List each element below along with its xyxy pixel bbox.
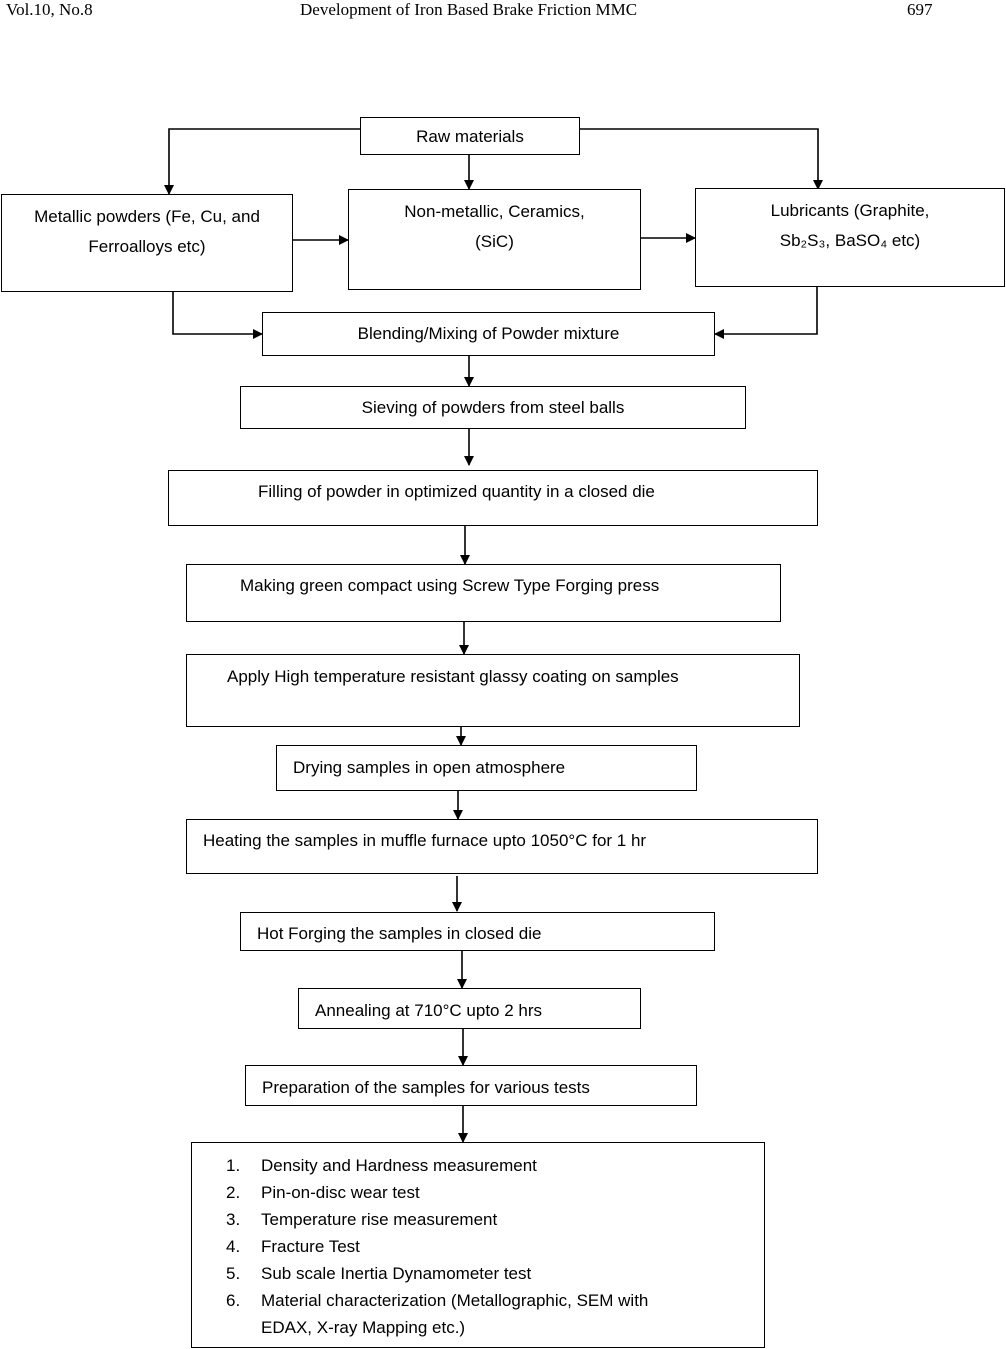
list-item-number: 6.: [226, 1291, 241, 1310]
list-item-text: Density and Hardness measurement: [261, 1156, 537, 1175]
list-item: 6. Material characterization (Metallograp…: [226, 1287, 764, 1314]
nonmetallic-label-1: Non-metallic, Ceramics,: [404, 202, 585, 221]
box-tests-list: 1. Density and Hardness measurement 2. Pin…: [191, 1142, 765, 1348]
list-item-text: Sub scale Inertia Dynamometer test: [261, 1264, 532, 1283]
list-item: 2. Pin-on-disc wear test: [226, 1179, 764, 1206]
metallic-powders-label-1: Metallic powders (Fe, Cu, and: [34, 207, 260, 226]
box-sieving: Sieving of powders from steel balls: [240, 386, 746, 429]
header-volume: Vol.10, No.8: [6, 0, 93, 19]
header-title: Development of Iron Based Brake Friction…: [300, 0, 638, 19]
box-nonmetallic-ceramics: Non-metallic, Ceramics, (SiC): [348, 189, 641, 290]
box-heating: Heating the samples in muffle furnace up…: [186, 819, 818, 874]
box-glassy-coating: Apply High temperature resistant glassy …: [186, 654, 800, 727]
tests-list: 1. Density and Hardness measurement 2. Pin…: [226, 1152, 764, 1341]
list-item-text: Pin-on-disc wear test: [261, 1183, 420, 1202]
list-item: EDAX, X-ray Mapping etc.): [226, 1314, 764, 1341]
lubricants-label-1: Lubricants (Graphite,: [770, 201, 930, 220]
drying-label: Drying samples in open atmosphere: [293, 758, 566, 777]
list-item-number: 5.: [226, 1264, 241, 1283]
annealing-label: Annealing at 710°C upto 2 hrs: [315, 1001, 543, 1020]
list-item: 4. Fracture Test: [226, 1233, 764, 1260]
sieving-label: Sieving of powders from steel balls: [361, 398, 625, 417]
heating-label: Heating the samples in muffle furnace up…: [203, 831, 647, 850]
list-item-text: Temperature rise measurement: [261, 1210, 498, 1229]
list-item-number: 4.: [226, 1237, 241, 1256]
list-item-number: 1.: [226, 1156, 241, 1175]
box-metallic-powders: Metallic powders (Fe, Cu, and Ferroalloy…: [1, 194, 293, 292]
box-green-compact: Making green compact using Screw Type Fo…: [186, 564, 781, 622]
metallic-powders-label-2: Ferroalloys etc): [88, 237, 206, 256]
glassy-coating-label: Apply High temperature resistant glassy …: [227, 667, 679, 686]
list-item-number: 2.: [226, 1183, 241, 1202]
arrow-raw-to-lubricants: [580, 128, 823, 190]
list-item: 1. Density and Hardness measurement: [226, 1152, 764, 1179]
box-raw-materials: Raw materials: [360, 117, 580, 155]
arrow-metallic-to-blending: [172, 292, 263, 339]
box-hot-forging: Hot Forging the samples in closed die: [240, 912, 715, 951]
box-preparation: Preparation of the samples for various t…: [245, 1065, 697, 1106]
list-item-text: Material characterization (Metallographi…: [261, 1291, 649, 1310]
box-drying: Drying samples in open atmosphere: [276, 745, 697, 791]
green-compact-label: Making green compact using Screw Type Fo…: [240, 576, 660, 595]
list-item: 5. Sub scale Inertia Dynamometer test: [226, 1260, 764, 1287]
header-page-number: 697: [907, 0, 933, 19]
hot-forging-label: Hot Forging the samples in closed die: [257, 924, 542, 943]
arrow-raw-to-metallic: [164, 128, 360, 195]
arrow-lubricants-to-blending: [714, 287, 818, 339]
box-filling: Filling of powder in optimized quantity …: [168, 470, 818, 526]
list-item: 3. Temperature rise measurement: [226, 1206, 764, 1233]
box-blending: Blending/Mixing of Powder mixture: [262, 312, 715, 356]
list-item-number: 3.: [226, 1210, 241, 1229]
lubricants-label-2: Sb₂S₃, BaSO₄ etc): [779, 231, 921, 250]
list-item-text: EDAX, X-ray Mapping etc.): [261, 1318, 466, 1337]
box-lubricants: Lubricants (Graphite, Sb₂S₃, BaSO₄ etc): [695, 188, 1005, 287]
list-item-text: Fracture Test: [261, 1237, 360, 1256]
raw-materials-label: Raw materials: [416, 127, 524, 146]
filling-label: Filling of powder in optimized quantity …: [258, 482, 655, 501]
box-annealing: Annealing at 710°C upto 2 hrs: [298, 988, 641, 1029]
preparation-label: Preparation of the samples for various t…: [262, 1078, 590, 1097]
nonmetallic-label-2: (SiC): [475, 232, 514, 251]
blending-label: Blending/Mixing of Powder mixture: [357, 324, 620, 343]
